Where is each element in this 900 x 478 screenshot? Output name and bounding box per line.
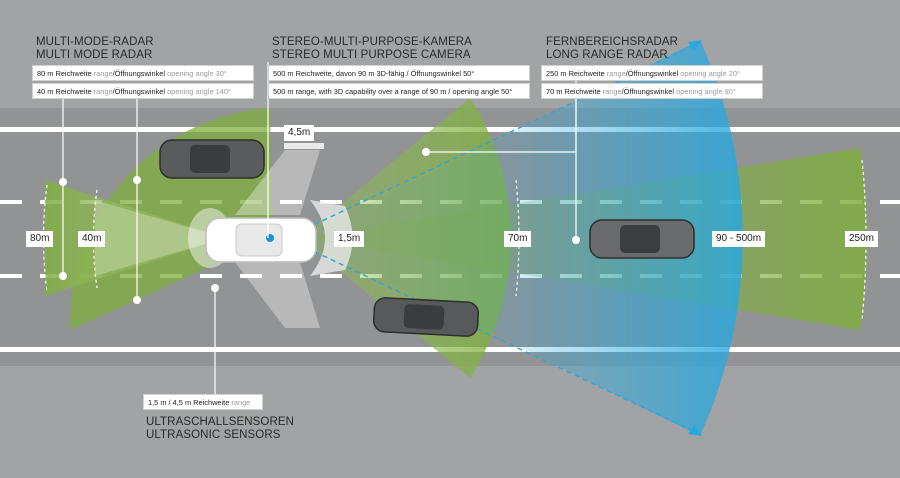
info-radar-80m: 80 m Reichweite range/Öffnungswinkel ope…: [32, 65, 254, 81]
distance-70m: 70m: [504, 231, 532, 247]
leader-dots: [59, 148, 580, 304]
range-arc-70m: [515, 179, 520, 297]
long-range-arrowhead-up: [688, 40, 702, 52]
long-range-arrow-down: [289, 239, 696, 433]
info-ultrasonic: 1,5 m / 4,5 m Reichweite range: [143, 394, 263, 410]
info-camera-en: 500 m range, with 3D capability over a r…: [268, 83, 530, 99]
multi-mode-radar-heading: MULTI-MODE-RADAR MULTI MODE RADAR: [36, 36, 154, 61]
stereo-camera-heading: STEREO-MULTI-PURPOSE-KAMERA STEREO MULTI…: [272, 36, 472, 61]
long-range-arrowhead-down: [688, 424, 702, 436]
ultrasonic-side-top-zone: [235, 150, 320, 215]
long-range-radar-heading: FERNBEREICHSRADAR LONG RANGE RADAR: [546, 36, 679, 61]
car-bottom-center: [372, 297, 480, 337]
distance-80m: 80m: [26, 231, 54, 247]
ultrasonic-sensors-heading: ULTRASCHALLSENSOREN ULTRASONIC SENSORS: [146, 416, 295, 441]
info-long-range-250m: 250 m Reichweite range/Öffnungswinkel op…: [541, 65, 763, 81]
ultrasonic-front-zone: [310, 200, 353, 276]
ego-vehicle: [205, 217, 317, 263]
shoulder-bottom: [0, 366, 900, 478]
distance-90-500m: 90 - 500m: [712, 231, 766, 247]
car-right: [589, 219, 695, 259]
ultrasonic-4-5m-marker: [284, 143, 324, 149]
info-long-range-70m: 70 m Reichweite range/Öffnungswinkel ope…: [541, 83, 763, 99]
info-radar-40m: 40 m Reichweite range/Öffnungswinkel ope…: [32, 83, 254, 99]
distance-4-5m: 4,5m: [284, 125, 315, 141]
distance-40m: 40m: [78, 231, 106, 247]
car-top-left: [159, 139, 265, 179]
distance-1-5m: 1,5m: [334, 231, 365, 247]
multi-mode-radar-rear-narrow: [95, 200, 225, 276]
distance-250m: 250m: [845, 231, 879, 247]
ultrasonic-side-bottom-zone: [235, 262, 320, 328]
info-camera-de: 500 m Reichweite, davon 90 m 3D-fähig / …: [268, 65, 530, 81]
